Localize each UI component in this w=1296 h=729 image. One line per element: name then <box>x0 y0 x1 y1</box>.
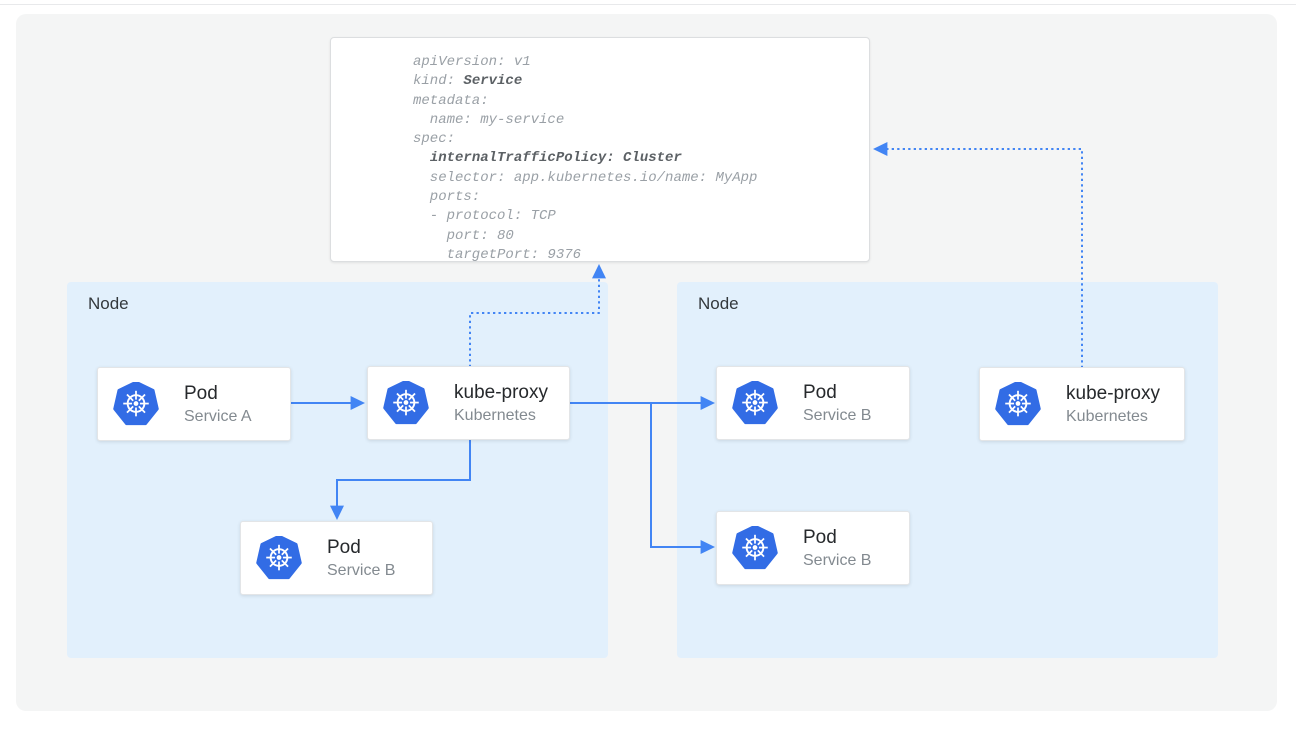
yaml-line: kind: Service <box>413 73 523 90</box>
kubernetes-logo-icon <box>732 526 778 570</box>
yaml-line: targetPort: 9376 <box>413 246 582 263</box>
yaml-line: metadata: <box>413 92 489 109</box>
card-subtitle: Service A <box>184 407 252 425</box>
yaml-line: selector: app.kubernetes.io/name: MyApp <box>413 169 758 186</box>
node-box-left: Node <box>67 282 608 658</box>
card-title: Pod <box>803 381 837 403</box>
yaml-line: - protocol: TCP <box>413 208 556 225</box>
card-kube-proxy-right: kube-proxy Kubernetes <box>979 367 1185 441</box>
card-pod-service-b-right-top: Pod Service B <box>716 366 910 440</box>
yaml-line: spec: <box>413 131 456 148</box>
card-title: kube-proxy <box>1066 382 1160 404</box>
yaml-line: apiVersion: v1 <box>413 54 531 70</box>
card-subtitle: Service B <box>327 561 396 579</box>
card-subtitle: Kubernetes <box>1066 407 1148 425</box>
card-title: Pod <box>803 526 837 548</box>
yaml-line: ports: <box>413 189 481 206</box>
card-kube-proxy-left: kube-proxy Kubernetes <box>367 366 570 440</box>
card-title: Pod <box>327 536 361 558</box>
top-divider <box>0 4 1296 5</box>
node-box-right: Node <box>677 282 1218 658</box>
node-label: Node <box>698 294 739 313</box>
card-subtitle: Service B <box>803 406 872 424</box>
yaml-line: port: 80 <box>413 227 514 244</box>
kubernetes-logo-icon <box>732 381 778 425</box>
service-yaml-card: apiVersion: v1 kind: Service metadata: n… <box>330 37 870 263</box>
kubernetes-logo-icon <box>383 381 429 425</box>
card-title: kube-proxy <box>454 381 548 403</box>
card-subtitle: Service B <box>803 551 872 569</box>
card-subtitle: Kubernetes <box>454 406 536 424</box>
yaml-line: internalTrafficPolicy: Cluster <box>429 150 682 167</box>
card-pod-service-a: Pod Service A <box>97 367 291 441</box>
kubernetes-logo-icon <box>256 536 302 580</box>
yaml-line: name: my-service <box>413 111 565 128</box>
kubernetes-logo-icon <box>113 382 159 426</box>
card-pod-service-b-right-bottom: Pod Service B <box>716 511 910 585</box>
node-label: Node <box>88 294 129 313</box>
card-title: Pod <box>184 382 218 404</box>
kubernetes-logo-icon <box>995 382 1041 426</box>
card-pod-service-b-left: Pod Service B <box>240 521 433 595</box>
